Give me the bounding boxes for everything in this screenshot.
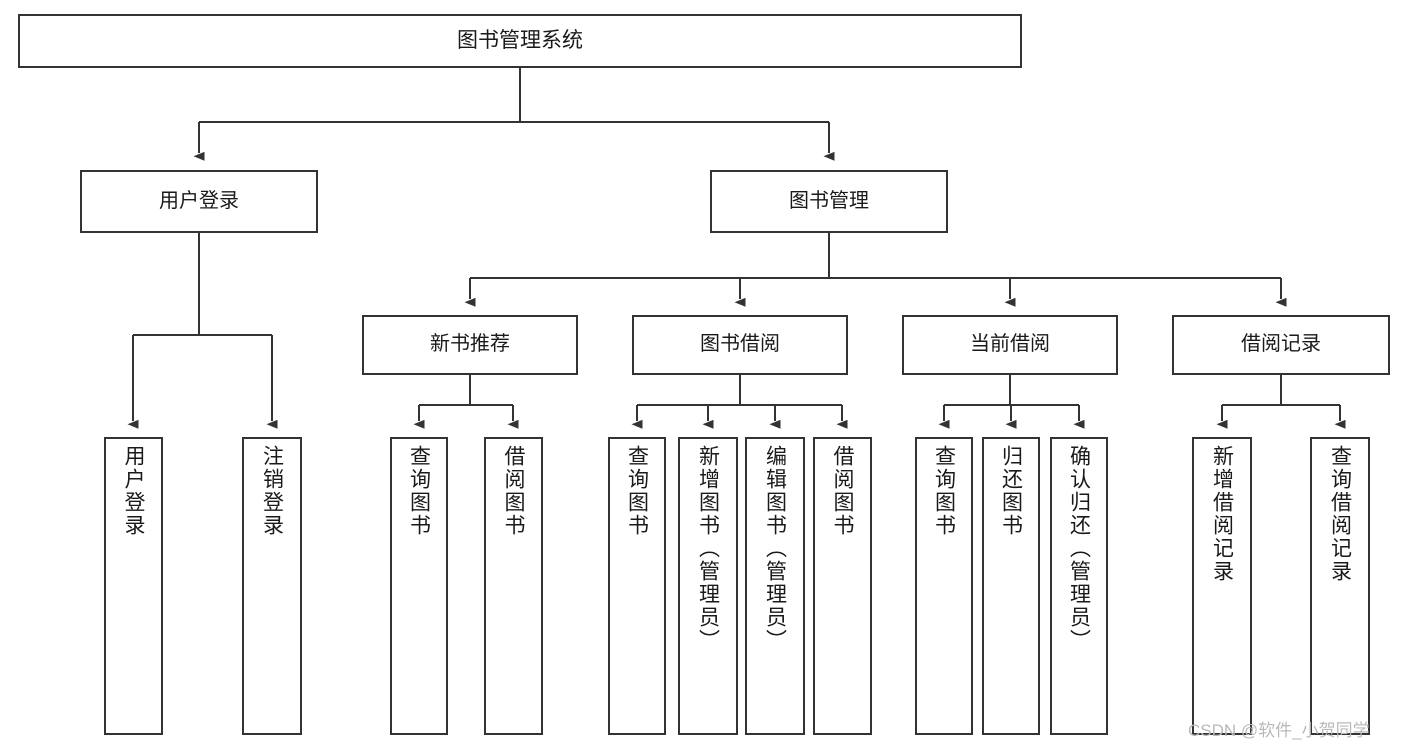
node-leaf-add-book[interactable]: 新增图书（管理员） <box>678 437 738 735</box>
node-label: 当前借阅 <box>970 333 1050 356</box>
node-label: 注销登录 <box>260 445 284 537</box>
node-new-book-rec[interactable]: 新书推荐 <box>362 315 578 375</box>
node-book-manage[interactable]: 图书管理 <box>710 170 948 233</box>
node-label: 借阅图书 <box>502 445 525 537</box>
node-leaf-user-login[interactable]: 用户登录 <box>104 437 163 735</box>
node-leaf-return-book[interactable]: 归还图书 <box>982 437 1040 735</box>
node-leaf-query-book-3[interactable]: 查询图书 <box>915 437 973 735</box>
node-borrow-record[interactable]: 借阅记录 <box>1172 315 1390 375</box>
node-leaf-confirm-return[interactable]: 确认归还（管理员） <box>1050 437 1108 735</box>
node-leaf-add-record[interactable]: 新增借阅记录 <box>1192 437 1252 735</box>
node-label: 查询图书 <box>625 445 649 537</box>
node-leaf-borrow-book-2[interactable]: 借阅图书 <box>813 437 872 735</box>
node-label: 图书借阅 <box>700 333 780 356</box>
node-label: 查询图书 <box>932 445 956 537</box>
node-leaf-query-book-2[interactable]: 查询图书 <box>608 437 666 735</box>
csdn-watermark: CSDN @软件_小贺同学 <box>1188 721 1370 740</box>
node-root[interactable]: 图书管理系统 <box>18 14 1022 68</box>
node-label: 借阅图书 <box>831 445 854 537</box>
node-book-borrow[interactable]: 图书借阅 <box>632 315 848 375</box>
node-label: 新书推荐 <box>430 333 510 356</box>
node-label: 新增图书（管理员） <box>696 445 720 652</box>
node-leaf-query-book-1[interactable]: 查询图书 <box>390 437 448 735</box>
node-label: 用户登录 <box>122 445 145 537</box>
node-label: 图书管理 <box>789 189 869 212</box>
node-leaf-logout[interactable]: 注销登录 <box>242 437 302 735</box>
node-label: 新增借阅记录 <box>1210 445 1234 583</box>
node-label: 图书管理系统 <box>457 28 583 52</box>
node-user-login[interactable]: 用户登录 <box>80 170 318 233</box>
node-label: 查询图书 <box>407 445 431 537</box>
node-label: 归还图书 <box>999 445 1023 537</box>
node-label: 确认归还（管理员） <box>1067 445 1091 652</box>
node-leaf-borrow-book-1[interactable]: 借阅图书 <box>484 437 543 735</box>
node-label: 用户登录 <box>159 189 239 212</box>
node-label: 编辑图书（管理员） <box>763 445 787 652</box>
node-label: 查询借阅记录 <box>1328 445 1352 583</box>
node-current-borrow[interactable]: 当前借阅 <box>902 315 1118 375</box>
node-leaf-edit-book[interactable]: 编辑图书（管理员） <box>745 437 805 735</box>
node-leaf-query-record[interactable]: 查询借阅记录 <box>1310 437 1370 735</box>
node-label: 借阅记录 <box>1241 333 1321 356</box>
